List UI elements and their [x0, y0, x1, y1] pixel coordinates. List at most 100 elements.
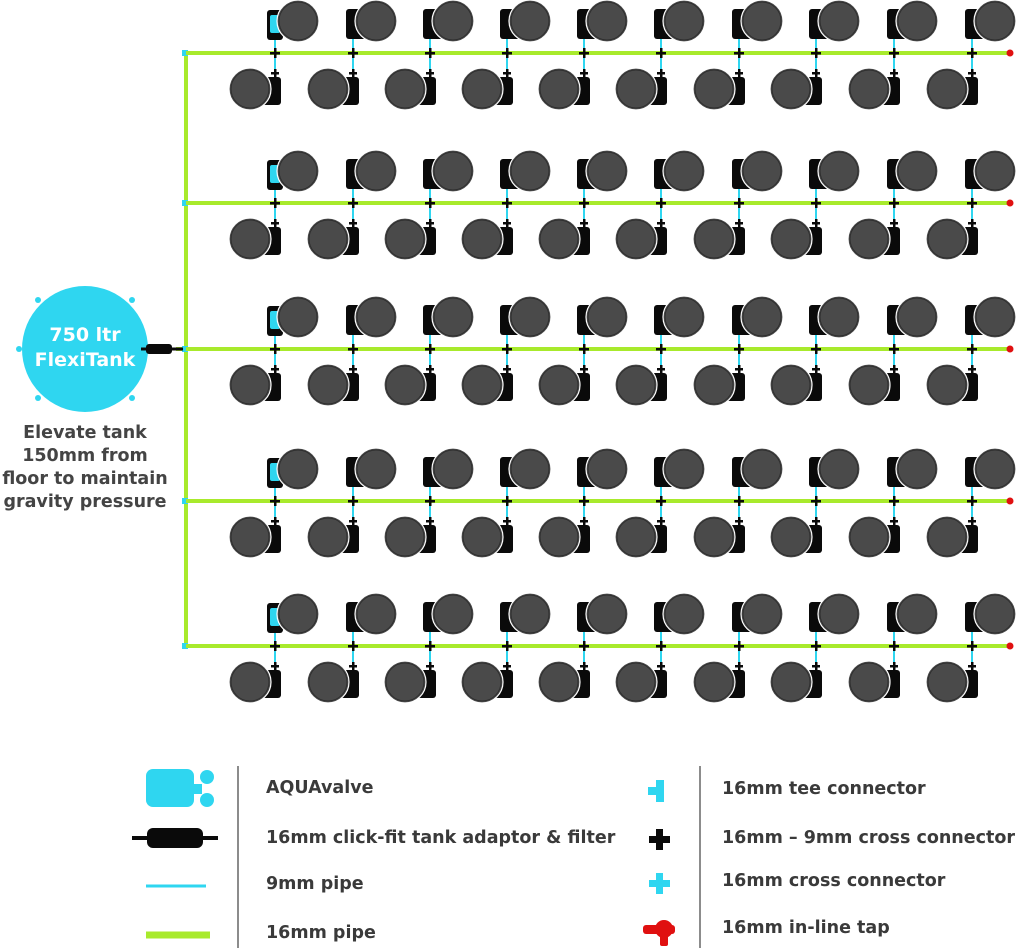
plant-pot — [585, 0, 629, 43]
cross-connector-9mm — [503, 368, 511, 371]
plant-pot — [769, 660, 813, 704]
cross-connector-9mm — [426, 222, 434, 225]
pot-rim — [462, 365, 502, 405]
pot-rim — [819, 297, 859, 337]
pot-rim — [510, 594, 550, 634]
plant-pot — [354, 149, 398, 193]
pot-rim — [385, 219, 425, 259]
pot-rim — [230, 517, 270, 557]
plant-pot — [662, 295, 706, 339]
pot-rim — [975, 151, 1015, 191]
cross-connector-9mm — [967, 645, 977, 648]
cross-connector-9mm — [580, 368, 588, 371]
cross-connector-9mm — [425, 645, 435, 648]
plant-pot — [354, 447, 398, 491]
cross-connector-9mm — [967, 52, 977, 55]
pot-rim — [356, 1, 396, 41]
plant-pot — [306, 660, 350, 704]
plant-pot — [847, 660, 891, 704]
plant-pot — [431, 592, 475, 636]
pot-rim — [433, 297, 473, 337]
cross-connector-9mm — [579, 348, 589, 351]
pot-rim — [664, 594, 704, 634]
pot-rim — [694, 69, 734, 109]
tee-connector — [182, 346, 188, 352]
legend-label-tank-adaptor: 16mm click-fit tank adaptor & filter — [266, 828, 616, 848]
plant-pot — [769, 515, 813, 559]
pot-rim — [849, 69, 889, 109]
tank-adaptor-icon — [132, 828, 218, 848]
tank-adaptor — [141, 344, 183, 354]
pot-rim — [694, 517, 734, 557]
pot-rim — [462, 517, 502, 557]
pot-rim — [927, 365, 967, 405]
pot-rim — [927, 662, 967, 702]
legend-label-cross-9mm: 16mm – 9mm cross connector — [722, 828, 1016, 848]
plant-pot — [276, 592, 320, 636]
cross-connector-9mm — [734, 500, 744, 503]
inline-tap — [1006, 642, 1014, 650]
plant-pot — [692, 67, 736, 111]
plant-pot — [537, 217, 581, 261]
cross-connector-9mm — [579, 500, 589, 503]
cross-connector-9mm — [734, 645, 744, 648]
plant-pot — [354, 592, 398, 636]
cross-connector-9mm — [968, 72, 976, 75]
cross-connector-9mm — [811, 500, 821, 503]
legend-label-9mm-pipe: 9mm pipe — [266, 874, 364, 894]
cross-connector-9mm — [270, 645, 280, 648]
pot-rim — [539, 365, 579, 405]
pot-rim — [694, 662, 734, 702]
plant-pot — [508, 0, 552, 43]
aquavalve-icon — [146, 769, 214, 807]
legend-label-tee-connector: 16mm tee connector — [722, 779, 926, 799]
pot-rim — [849, 219, 889, 259]
pot-rim — [278, 151, 318, 191]
cross-connector-9mm — [811, 202, 821, 205]
cross-connector-9mm — [734, 348, 744, 351]
pot-rim — [975, 449, 1015, 489]
plant-pot — [276, 447, 320, 491]
plant-pot — [925, 660, 969, 704]
pot-rim — [897, 594, 937, 634]
cross-connector-9mm — [349, 368, 357, 371]
tee-connector — [182, 498, 188, 504]
cross-connector-9mm — [425, 52, 435, 55]
note-line: gravity pressure — [3, 492, 167, 512]
pot-rim — [308, 662, 348, 702]
tee-connector — [182, 200, 188, 206]
plant-pot — [537, 363, 581, 407]
plant-pot — [692, 217, 736, 261]
cross-connector-9mm — [890, 222, 898, 225]
cross-connector-9mm — [580, 222, 588, 225]
plant-pot — [847, 515, 891, 559]
cross-connector-9mm — [735, 222, 743, 225]
pot-rim — [385, 365, 425, 405]
cross-connector-9mm — [657, 368, 665, 371]
pot-rim — [278, 297, 318, 337]
note-line: 150mm from — [22, 446, 148, 466]
pot-rim — [230, 219, 270, 259]
cross-connector-9mm — [734, 202, 744, 205]
pot-rim — [819, 151, 859, 191]
cross-connector-9mm — [967, 202, 977, 205]
cross-connector-9mm — [656, 202, 666, 205]
plant-pot — [537, 660, 581, 704]
plant-pot — [306, 363, 350, 407]
cross-connector-9mm — [735, 72, 743, 75]
plant-pot — [383, 363, 427, 407]
plant-pot — [973, 149, 1017, 193]
pot-rim — [897, 449, 937, 489]
pot-rim — [587, 594, 627, 634]
irrigation-system — [176, 0, 1017, 704]
pot-rim — [587, 297, 627, 337]
cross-connector-9mm — [735, 520, 743, 523]
plant-pot — [817, 149, 861, 193]
cross-connector-9mm — [502, 348, 512, 351]
plant-pot — [769, 217, 813, 261]
cross-connector-9mm — [503, 222, 511, 225]
plant-pot — [508, 592, 552, 636]
cross-connector-9mm — [503, 72, 511, 75]
pot-rim — [230, 662, 270, 702]
pot-rim — [230, 365, 270, 405]
